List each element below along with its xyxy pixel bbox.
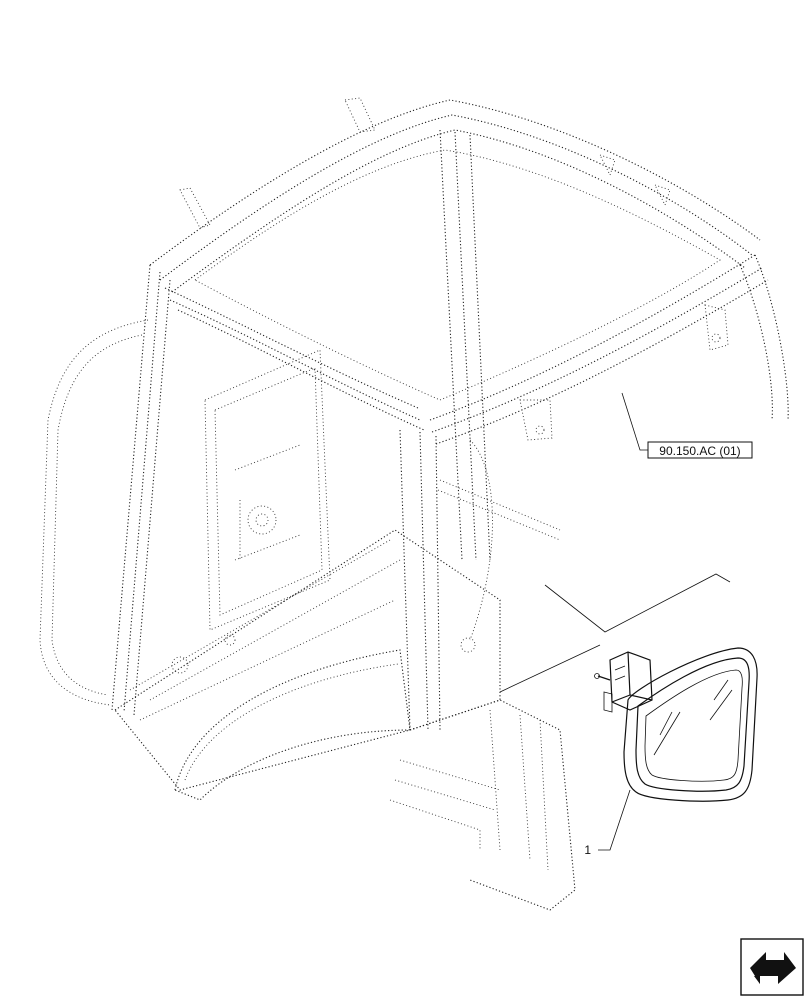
callout-leaders	[499, 392, 731, 851]
part-number-label: 1	[584, 843, 591, 857]
reference-callout[interactable]: 90.150.AC (01)	[647, 441, 753, 459]
cab-frame	[39, 97, 789, 911]
next-page-arrow-icon-graphic	[740, 938, 804, 996]
reference-label[interactable]: 90.150.AC (01)	[659, 444, 740, 458]
work-lamp-part	[594, 647, 758, 802]
next-page-arrow-icon[interactable]	[740, 938, 804, 996]
